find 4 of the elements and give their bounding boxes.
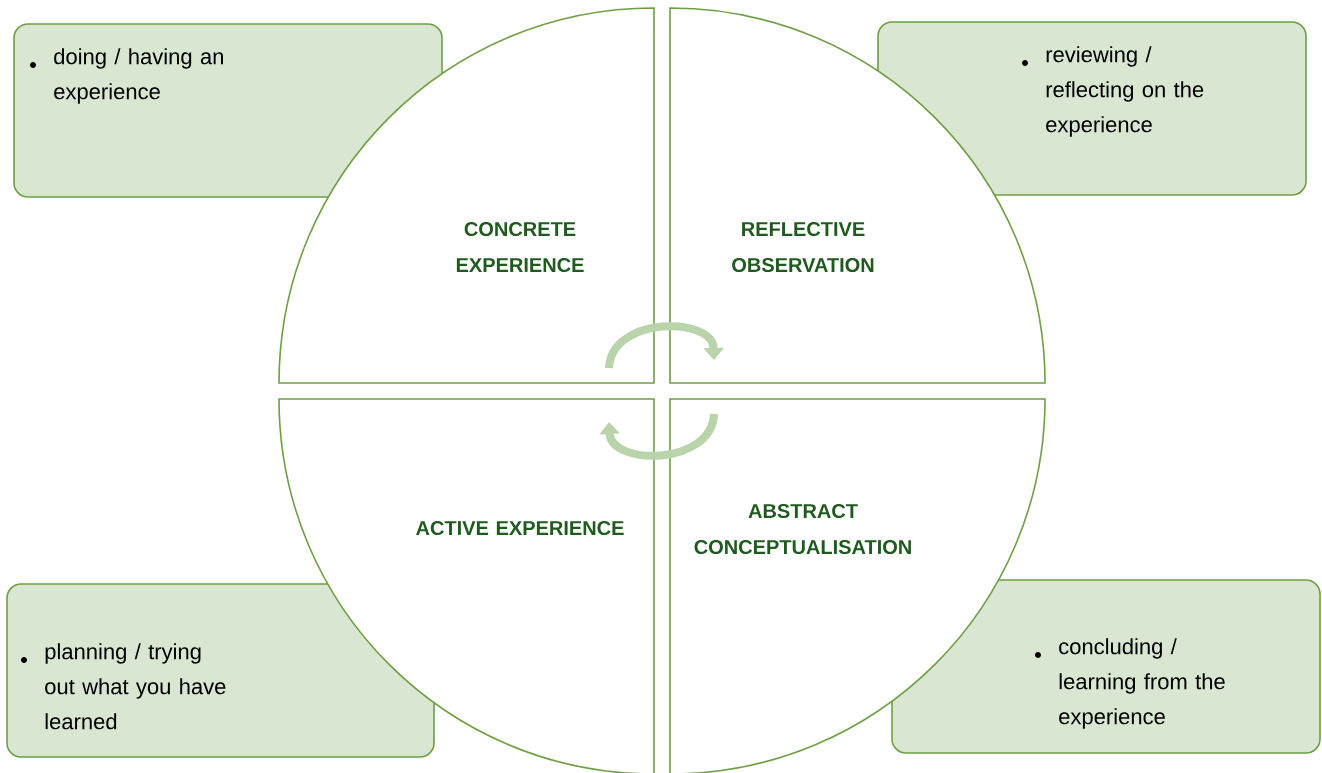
cycle-arrow bbox=[605, 322, 725, 369]
note-box: planning / trying out what you have learned bbox=[6, 583, 435, 758]
cycle-arrow bbox=[599, 413, 718, 460]
note-box: concluding / learning from the experience bbox=[891, 579, 1321, 754]
